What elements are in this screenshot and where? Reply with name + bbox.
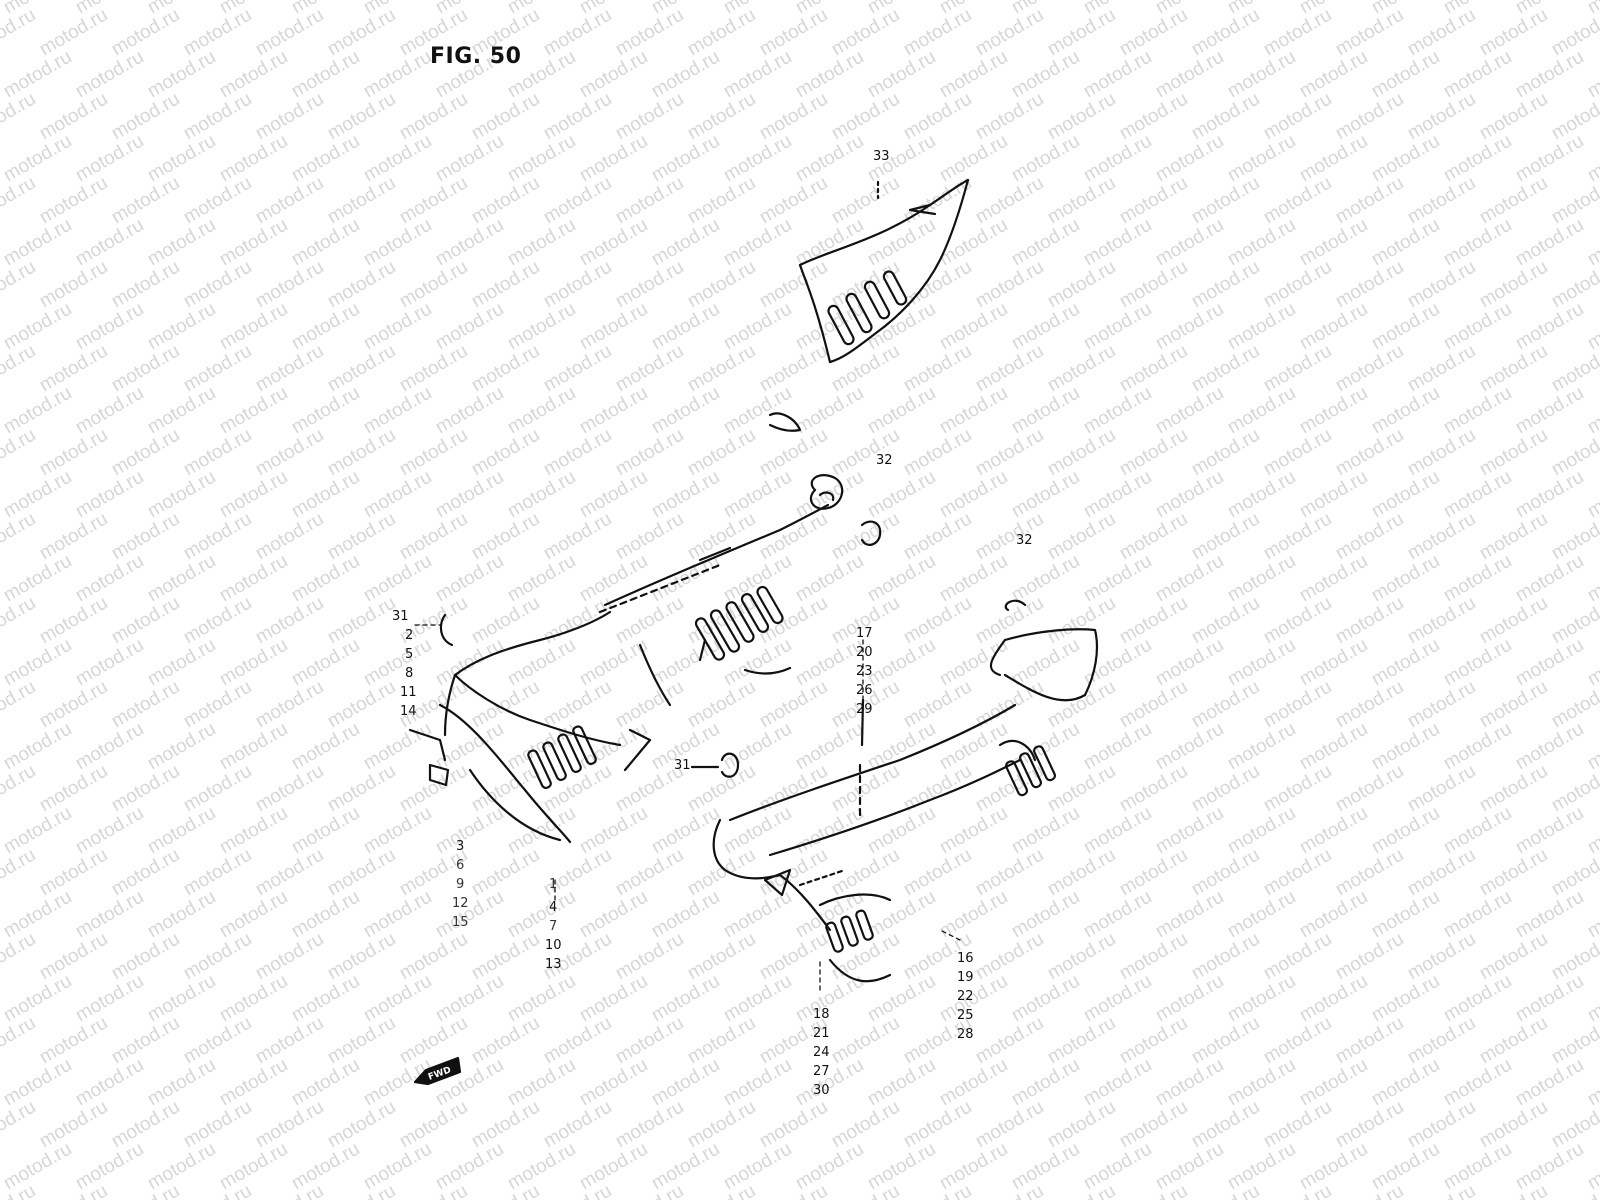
callout-2: 2 <box>405 628 414 643</box>
callout-22: 22 <box>957 989 974 1004</box>
callout-23: 23 <box>856 664 873 679</box>
callout-1: 1 <box>549 877 558 892</box>
part-left-lower-cover <box>408 613 652 844</box>
callout-14: 14 <box>400 704 417 719</box>
fwd-arrow <box>413 1056 462 1086</box>
callout-16: 16 <box>957 951 974 966</box>
callout-31-left: 31 <box>392 609 409 624</box>
part-32-grommets <box>809 474 1027 612</box>
part-right-lower-cover <box>712 628 1099 983</box>
callout-32-upper: 32 <box>876 453 893 468</box>
callout-31-center: 31 <box>674 758 691 773</box>
callout-17: 17 <box>856 626 873 641</box>
callout-15: 15 <box>452 915 469 930</box>
callout-11: 11 <box>400 685 417 700</box>
callout-5: 5 <box>405 647 414 662</box>
callout-26: 26 <box>856 683 873 698</box>
callout-25: 25 <box>957 1008 974 1023</box>
callout-20: 20 <box>856 645 873 660</box>
part-33-cover <box>768 178 970 432</box>
callout-12: 12 <box>452 896 469 911</box>
figure-title: FIG. 50 <box>430 44 522 69</box>
callout-6: 6 <box>456 858 465 873</box>
callout-9: 9 <box>456 877 465 892</box>
callout-29: 29 <box>856 702 873 717</box>
part-31-clip <box>690 752 740 778</box>
callout-4: 4 <box>549 900 558 915</box>
callout-13: 13 <box>545 957 562 972</box>
callout-8: 8 <box>405 666 414 681</box>
callout-21: 21 <box>813 1026 830 1041</box>
callout-27: 27 <box>813 1064 830 1079</box>
callout-33: 33 <box>873 149 890 164</box>
callout-18: 18 <box>813 1007 830 1022</box>
callout-32-right: 32 <box>1016 533 1033 548</box>
callout-19: 19 <box>957 970 974 985</box>
part-middle-cover <box>443 503 830 737</box>
callout-24: 24 <box>813 1045 830 1060</box>
callout-3: 3 <box>456 839 465 854</box>
callout-28: 28 <box>957 1027 974 1042</box>
callout-30: 30 <box>813 1083 830 1098</box>
callout-10: 10 <box>545 938 562 953</box>
callout-7: 7 <box>549 919 558 934</box>
